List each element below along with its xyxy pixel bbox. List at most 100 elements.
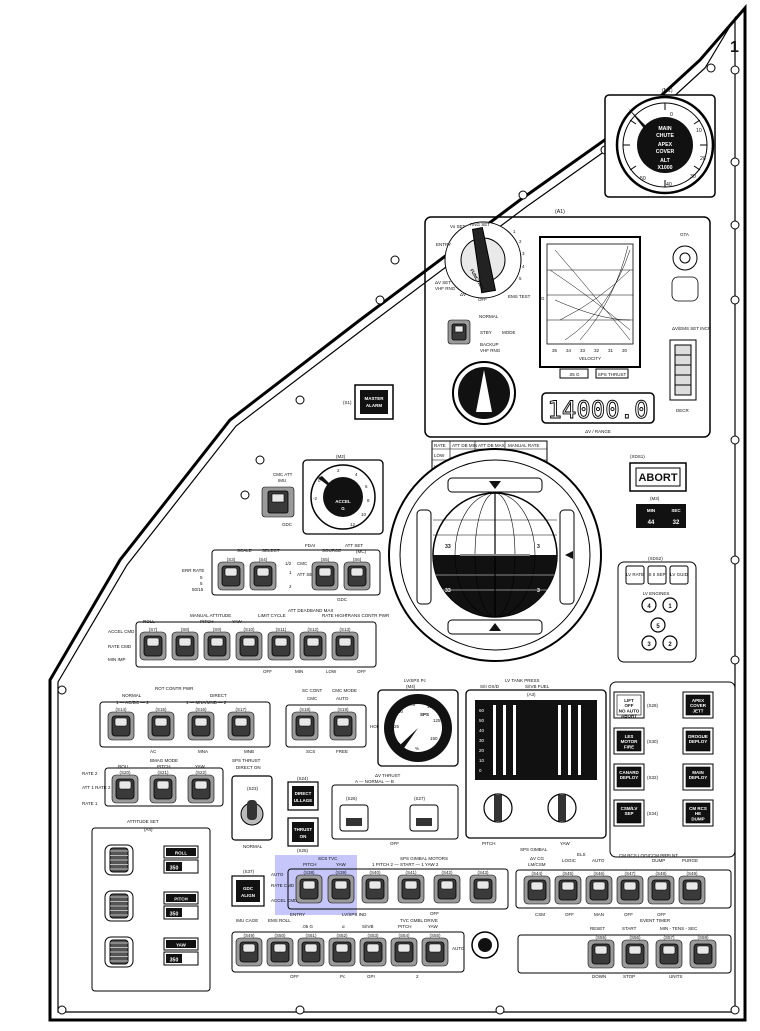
cm-rcs-logic-switch[interactable]: (S47) [616, 871, 644, 905]
sps-thrust-direct-on-switch[interactable]: (S23) [231, 775, 273, 841]
els-logic-switch[interactable]: (S45) [554, 871, 582, 905]
rot-contr-normal-1-switch[interactable]: (S14) [107, 707, 135, 741]
scs-tvc-pitch-switch[interactable]: (S38) [295, 870, 323, 904]
event-timer-sec-switch[interactable]: (S58) [689, 935, 717, 969]
manual-att-yaw-switch[interactable]: (S9) [203, 627, 231, 661]
svg-text:S II SEP: S II SEP [648, 572, 665, 577]
apex-cover-jett-button-label: JETT [692, 708, 703, 713]
cmc-mode-switch[interactable]: (S19) [329, 707, 357, 741]
cm-prplnt-purge-switch[interactable]: (S49) [678, 871, 706, 905]
tvc-gmbl-yaw-switch[interactable]: (S55) [421, 933, 449, 967]
svg-text:IMU CAGE: IMU CAGE [236, 918, 258, 923]
dv-thrust-group: ΔV THRUST A — NORMAL — B OFF (S26) (S27) [331, 773, 459, 846]
dv-cg-els-group: ΔV CG LM/CSM ELS LOGIC AUTO CM RCS LOGIC… [515, 852, 732, 917]
fdai-source-switch-id: (S5) [321, 557, 330, 562]
svg-text:3: 3 [647, 642, 651, 648]
scs-tvc-yaw-switch[interactable]: (S39) [327, 870, 355, 904]
svg-text:MASTER: MASTER [365, 396, 385, 401]
trans-contr-pwr-switch[interactable]: (S13) [331, 627, 359, 661]
tvc-gmbl-pitch-switch[interactable]: (S54) [390, 933, 418, 967]
ems-roll-switch[interactable]: (S50) [266, 933, 294, 967]
event-timer-start-switch[interactable]: (S56) [621, 935, 649, 969]
svg-text:DOWN: DOWN [592, 974, 606, 979]
svg-text:ΔV CG: ΔV CG [530, 856, 545, 861]
sps-gimbal-yaw-1-switch[interactable]: (S42) [433, 870, 461, 904]
svg-text:ATT DB MIN: ATT DB MIN [452, 443, 477, 448]
svg-text:ROLL: ROLL [143, 619, 155, 624]
svg-text:LOGIC: LOGIC [562, 858, 577, 863]
dv-ems-set-thumbwheel[interactable] [669, 339, 697, 401]
fdai-scale-switch[interactable]: (S3) [217, 557, 245, 591]
limit-cycle-switch-id: (S10) [243, 627, 255, 632]
limit-cycle-switch[interactable]: (S10) [235, 627, 263, 661]
svg-text:THRUST: THRUST [294, 827, 312, 832]
rot-contr-normal-2-switch[interactable]: (S15) [147, 707, 175, 741]
bmag-yaw-switch[interactable]: (S22) [187, 770, 215, 804]
els-auto-switch[interactable]: (S46) [585, 871, 613, 905]
dv-thrust-a-switch[interactable] [339, 804, 369, 832]
cm-prplnt-dump-switch[interactable]: (S48) [647, 871, 675, 905]
event-timer-reset-switch[interactable]: (S55) [587, 935, 615, 969]
bmag-pitch-switch[interactable]: (S21) [149, 770, 177, 804]
lift-off-no-auto-abort-button-label: LIFT [624, 698, 634, 703]
drogue-deploy-button-label: DEPLOY [689, 739, 708, 744]
manual-att-pitch-switch[interactable]: (S8) [171, 627, 199, 661]
svg-text:ABORT: ABORT [638, 472, 677, 484]
bmag-roll-switch[interactable]: (S20) [111, 770, 139, 804]
svg-text:RATE CMD: RATE CMD [108, 644, 132, 649]
svg-text:25: 25 [394, 724, 400, 729]
svg-text:OFF: OFF [430, 911, 439, 916]
rate-switch[interactable]: (S12) [299, 627, 327, 661]
att-deadband-switch-id: (S11) [276, 627, 287, 632]
svg-text:PITCH: PITCH [200, 619, 214, 624]
svg-text:OFF: OFF [478, 297, 487, 302]
attitude-set-yaw-thumbwheel[interactable] [104, 936, 134, 968]
svg-text:SPS: SPS [420, 712, 429, 717]
imu-cage-switch[interactable]: (S49) [235, 933, 263, 967]
att-set-switch-id: (S6) [353, 557, 362, 562]
attitude-set-panel: ATTITUDE SET (A4) [91, 819, 211, 992]
att-set-switch[interactable]: (S6) [343, 557, 371, 591]
svg-text:1 — MNA/MNB — 2: 1 — MNA/MNB — 2 [186, 700, 227, 705]
master-alarm-button[interactable]: (S1) MASTER ALARM [343, 384, 394, 420]
att-deadband-switch[interactable]: (S11) [267, 627, 295, 661]
manual-att-roll-switch[interactable]: (S7) [139, 627, 167, 661]
ems-function-rotary[interactable] [444, 221, 522, 299]
sc-cont-switch[interactable]: (S18) [291, 707, 319, 741]
sps-gimbal-yaw-2-switch[interactable]: (S43) [469, 870, 497, 904]
les-motor-fire-button-label: LES [625, 734, 634, 739]
svg-text:50: 50 [479, 718, 485, 723]
direct-ullage-button[interactable]: DIRECT ULLAGE [287, 781, 319, 811]
rot-contr-direct-2-switch[interactable]: (S17) [227, 707, 255, 741]
dv-cg-switch[interactable]: (S44) [523, 871, 551, 905]
gdc-align-button[interactable]: GDC ALIGN [231, 875, 265, 907]
sps-gimbal-pitch-1-switch[interactable]: (S40) [361, 870, 389, 904]
event-timer-min-switch[interactable]: (S57) [655, 935, 683, 969]
dv-thrust-b-switch[interactable] [409, 804, 439, 832]
cmc-att-switch[interactable] [261, 486, 295, 518]
thrust-on-button[interactable]: THRUST ON [287, 817, 319, 847]
attitude-set-pitch-thumbwheel[interactable] [104, 890, 134, 922]
attitude-set-roll-thumbwheel[interactable] [104, 844, 134, 876]
sps-gimbal-pitch-2-switch[interactable]: (S41) [397, 870, 425, 904]
svg-text:12: 12 [350, 522, 356, 527]
ems-mode-switch[interactable] [447, 319, 471, 345]
cm-rcs-he-dump-button-label: HE [695, 811, 701, 816]
fdai-select-switch[interactable]: (S4) [249, 557, 277, 591]
entry-05g-switch[interactable]: (S51) [297, 933, 325, 967]
fdai-source-switch[interactable]: (S5) [311, 557, 339, 591]
lv-sps-sivb-switch[interactable]: (S53) [359, 933, 387, 967]
lv-sps-alpha-switch[interactable]: (S52) [328, 933, 356, 967]
svg-text:(MC): (MC) [356, 549, 366, 554]
lift-off-no-auto-abort-button-label: NO AUTO [619, 708, 640, 713]
svg-text:ATT SET: ATT SET [297, 572, 315, 577]
rot-contr-direct-1-switch[interactable]: (S16) [187, 707, 215, 741]
